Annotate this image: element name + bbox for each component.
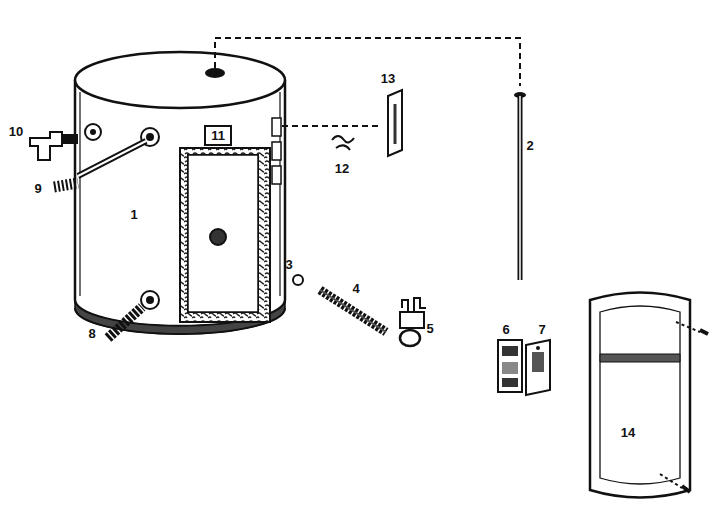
access-cover	[590, 293, 708, 498]
relief-fitting-part	[30, 132, 62, 160]
dip-tube	[54, 141, 146, 187]
cutaway-insulation	[180, 148, 270, 322]
element-bracket-part	[400, 312, 424, 328]
wire-and-cover-part	[282, 125, 382, 127]
dip-tube-part	[54, 183, 78, 187]
tank-body-part	[205, 68, 225, 78]
callout-number: 3	[284, 257, 293, 272]
access-opening	[272, 118, 281, 184]
drain-valve-part	[108, 307, 142, 338]
heating-element	[320, 290, 386, 332]
gasket-part	[293, 275, 303, 285]
thermostat-bracket-part	[536, 346, 540, 350]
thermostat-bracket	[526, 340, 550, 395]
callout-number: 10	[8, 124, 24, 139]
tank-ports-part	[146, 296, 154, 304]
anode-rod-part	[518, 96, 523, 280]
tank-body-part	[75, 80, 285, 326]
thermostat-part	[498, 340, 522, 392]
access-cover-part	[590, 293, 690, 498]
access-cover-part	[600, 354, 680, 362]
tank-body-part	[75, 52, 285, 108]
element-bracket-part	[400, 330, 420, 346]
callout-number: 2	[525, 138, 534, 153]
access-cover-part	[676, 322, 700, 332]
relief-fitting	[30, 132, 78, 160]
label-plate: 11	[204, 125, 232, 146]
tank-ports	[85, 124, 226, 309]
callout-number: 12	[334, 161, 350, 176]
callout-number: 14	[620, 425, 636, 440]
callout-number: 4	[351, 281, 360, 296]
access-opening-part	[272, 142, 281, 160]
callout-number: 7	[537, 322, 546, 337]
thermostat-part	[502, 362, 518, 374]
wire-and-cover-part	[332, 136, 354, 150]
tank-ports-part	[85, 124, 101, 140]
access-cover-part	[660, 474, 682, 488]
callout-number: 1	[129, 207, 138, 222]
callout-number: 13	[380, 71, 396, 86]
dip-tube-part	[78, 141, 146, 176]
thermostat	[498, 340, 522, 392]
relief-fitting-part	[62, 134, 78, 144]
tank-ports-part	[146, 133, 154, 141]
element-bracket	[400, 298, 426, 346]
callout-number: 11	[211, 129, 225, 142]
wire-and-cover	[282, 90, 402, 156]
thermostat-part	[502, 378, 518, 387]
thermostat-part	[502, 346, 518, 356]
heating-element-part	[320, 290, 386, 332]
tank-ports-part	[141, 291, 159, 309]
wire-and-cover-part	[394, 104, 397, 144]
access-cover-part	[600, 306, 680, 484]
drain-valve	[108, 307, 142, 338]
callout-number: 8	[87, 326, 96, 341]
access-cover-part	[700, 330, 708, 334]
cutaway-insulation-part	[188, 155, 258, 312]
anode-rod	[215, 38, 526, 280]
tank-ports-part	[210, 229, 226, 245]
thermostat-bracket-part	[532, 352, 544, 372]
anode-rod-part	[519, 96, 521, 280]
access-cover-part	[682, 486, 690, 492]
wire-and-cover-part	[388, 90, 402, 156]
tank-body-part	[79, 92, 80, 296]
tank-body	[75, 52, 285, 334]
callout-number: 6	[501, 322, 510, 337]
callout-number: 9	[33, 181, 42, 196]
access-opening-part	[272, 118, 281, 136]
callout-number: 5	[425, 321, 434, 336]
cutaway-insulation-part	[180, 148, 270, 322]
access-opening-part	[272, 166, 281, 184]
tank-ports-part	[90, 129, 96, 135]
anode-rod-part	[215, 38, 520, 86]
dip-tube-part	[78, 141, 146, 176]
gasket	[293, 275, 303, 285]
heating-element-part	[320, 290, 386, 332]
thermostat-bracket-part	[526, 340, 550, 395]
